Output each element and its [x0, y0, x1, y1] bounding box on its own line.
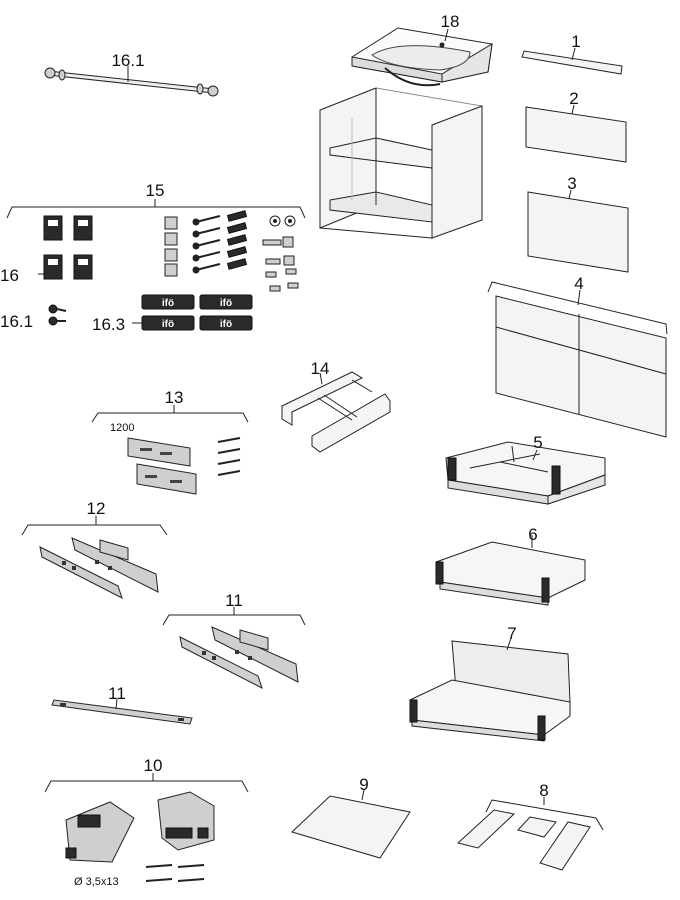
part-3-door-panel	[527, 189, 629, 273]
part-7-tall-drawer	[409, 637, 571, 742]
logo-text: ifö	[162, 298, 174, 309]
part-18-basin-cabinet	[319, 27, 493, 239]
label-16-3: 16.3	[92, 315, 125, 334]
logo-text: ifö	[162, 319, 174, 330]
part-10-hinges	[44, 773, 249, 882]
part-1-strip	[521, 47, 623, 75]
label-7: 7	[507, 624, 516, 643]
dowel-set	[226, 210, 248, 270]
label-16: 15	[146, 181, 165, 200]
part-11-bar	[51, 698, 193, 725]
label-4: 4	[574, 274, 583, 293]
label-16-1: 16	[0, 266, 19, 285]
label-2: 2	[569, 89, 578, 108]
part-9-plate	[291, 789, 411, 859]
part-5-drawer-divided	[445, 441, 606, 505]
part-14-hanging-rail	[91, 405, 249, 495]
screw-size: Ø 3,5x13	[74, 876, 119, 888]
label-5: 5	[533, 433, 542, 452]
label-17: 16.1	[111, 51, 144, 70]
part-17-rod	[44, 66, 219, 97]
part-12-runners	[162, 607, 306, 690]
label-6: 6	[528, 525, 537, 544]
washer-bolt-set	[262, 215, 299, 292]
label-11: 11	[108, 684, 126, 703]
part-13-runners	[21, 516, 168, 600]
rail-length: 1200	[110, 422, 134, 434]
label-9: 9	[359, 775, 368, 794]
part-15-divider-frame	[281, 371, 391, 453]
label-10: 10	[144, 756, 163, 775]
logo-badges: ifö ifö ifö ifö	[132, 294, 253, 331]
part-8-plates	[456, 797, 604, 871]
screw-set	[192, 215, 221, 274]
label-12: 11	[225, 591, 243, 610]
label-1: 1	[571, 32, 580, 51]
label-13: 12	[87, 499, 106, 518]
label-14: 13	[165, 388, 184, 407]
part-6-drawer	[435, 535, 586, 606]
logo-text: ifö	[220, 319, 232, 330]
part-16-fittings: ifö ifö ifö ifö	[6, 199, 306, 331]
logo-text: ifö	[220, 298, 232, 309]
label-8: 8	[539, 781, 548, 800]
label-3: 3	[567, 174, 576, 193]
part-4-double-front	[487, 281, 668, 438]
square-pads	[164, 216, 178, 277]
label-15: 14	[311, 359, 330, 378]
label-16-2: 16.1	[0, 312, 33, 331]
cap-set	[48, 304, 67, 326]
part-2-front-panel	[525, 104, 627, 163]
hinge-set	[43, 215, 93, 280]
label-18: 18	[441, 12, 460, 31]
